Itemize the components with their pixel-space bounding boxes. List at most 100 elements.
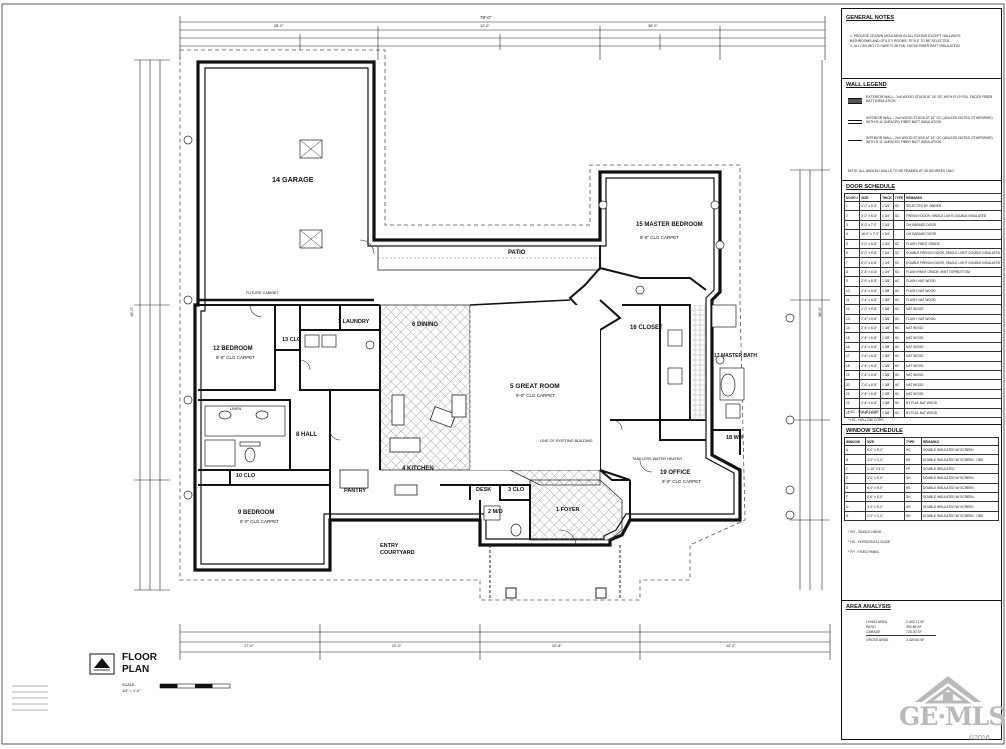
table-cell: 23 (843, 407, 861, 419)
dim-bottom-2: 22'-0" (392, 644, 402, 648)
table-cell: NAT WOOD (904, 370, 1003, 381)
table-cell: 1 3/8" (880, 351, 894, 362)
table-cell: HC (892, 360, 906, 372)
room-bedroom-9: 9 BEDROOM (238, 510, 275, 516)
divider (842, 180, 1001, 181)
table-cell: DOUBLE FRENCH DOOR, SINGLE LIGHT DOUBLE … (904, 257, 1003, 268)
room-desk: DESK (476, 487, 492, 493)
window-footnote: * HS - HORIZONTAL SLIDE (848, 540, 891, 544)
room-great-room-ceiling: 9'-0" CLG CARPET (516, 393, 555, 398)
area-row-value: 2,443.71 SF (906, 620, 925, 624)
table-cell: NAT WOOD (904, 351, 1003, 362)
table-cell: 1 3/8" (880, 313, 894, 325)
dim-overall-top: 78'-0" (480, 15, 492, 20)
table-cell: DOUBLE INSULATED W/ SCREEN - OBS (921, 510, 999, 522)
table-cell: DOUBLE INSULATED W/ SCREEN (921, 482, 999, 493)
table-cell: 12 (843, 304, 861, 315)
room-bath: 2 M/D (488, 509, 503, 515)
table-cell: 16 (843, 341, 861, 353)
room-pantry: PANTRY (344, 488, 366, 494)
table-header: TYPE (892, 193, 906, 202)
table-cell: FP (904, 463, 922, 475)
table-cell: 6'-0" x 6'-8" (859, 247, 882, 259)
garage-pad-1 (299, 139, 323, 159)
left-dimension-lines (134, 59, 170, 591)
exterior-wall-inner-face (200, 67, 735, 565)
table-cell: 11 (843, 294, 861, 306)
table-header: THICK (880, 193, 894, 202)
table-cell: SH (904, 473, 922, 484)
area-analysis-title: AREA ANALYSIS (846, 604, 891, 610)
table-cell: 1 3/8" (880, 332, 894, 343)
table-cell: 5 (843, 238, 861, 249)
table-cell: G (844, 501, 866, 512)
master-bath-fixtures (667, 304, 745, 419)
table-cell: 3'-0" x 8'-0" (859, 200, 882, 212)
table-cell: 3'-0" x 5'-0" (865, 501, 905, 512)
table-header: TYPE (904, 437, 922, 446)
table-cell: SELECTED BY OWNER (904, 200, 1003, 212)
table-cell: H (844, 510, 866, 522)
table-cell: 2 (843, 210, 861, 221)
table-cell: 17 (843, 351, 861, 362)
great-room-area (470, 305, 600, 470)
table-cell: 21 (843, 388, 861, 400)
table-cell: 1 3/8" (880, 398, 894, 409)
table-cell: 19 (843, 370, 861, 381)
table-cell: SH (904, 491, 922, 503)
wall-legend-item: EXTERIOR WALL - 2x6 WOOD STUDS AT 16" OC… (866, 95, 993, 103)
dim-right-overall: 58'-0" (817, 307, 822, 317)
room-laundry: 7 LAUNDRY (338, 319, 370, 325)
window-footnote: * SH - SINGLE HUNG (848, 530, 882, 534)
table-cell: 6'-0" x 6'-8" (859, 257, 882, 268)
table-cell: FLUSH, NAT WOOD (904, 276, 1003, 287)
roof-line (179, 49, 746, 601)
area-row-value: 726.00 SF (906, 630, 922, 634)
table-cell: 1 3/8" (880, 294, 894, 306)
dim-bottom-1: 17'-0" (244, 644, 254, 648)
table-header-row: WINDOW SIZE TYPE REMARKS (844, 437, 999, 446)
scale-value: 1/4" = 1'-0" (122, 689, 141, 693)
table-cell: A (844, 444, 866, 456)
room-master-bedroom: 15 MASTER BEDROOM (636, 222, 703, 228)
room-foyer: 1 FOYER (556, 507, 580, 513)
table-cell: 1 3/4" (880, 210, 894, 221)
scale-bar (159, 683, 231, 689)
dim-bottom-3: 22'-8" (552, 644, 562, 648)
general-note-line: BATHROOMS AND UTILITY ROOMS. STYLE TO BE… (850, 39, 951, 43)
table-cell: 6 (843, 247, 861, 259)
table-cell: SC (892, 247, 906, 259)
table-cell: 15 (843, 332, 861, 343)
table-cell: HC (892, 332, 906, 343)
table-cell: NAT WOOD (904, 304, 1003, 315)
table-cell: DOUBLE INSULATED W/ SCREEN (921, 444, 999, 456)
table-cell: 4 (843, 229, 861, 240)
label-existing-building: LINE OF EXISTING BUILDING (540, 439, 593, 443)
table-cell: FLUSH PAINT GRADE VENT TOP/BOTTOM (904, 266, 1003, 278)
table-cell: HS (904, 444, 922, 456)
room-bedroom-12-ceiling: 9'-0" CLG CARPET (216, 355, 255, 360)
table-cell: 3'-0" x 5'-0" (865, 473, 905, 484)
table-cell: 1 3/4" (880, 238, 894, 249)
table-header: SIZE (859, 193, 882, 202)
gemls-brand-text: GE·MLS (899, 702, 1006, 731)
table-cell: 1 3/8" (880, 323, 894, 334)
wall-legend-item: INTERIOR WALL - 2x4 WOOD STUDS AT 16" OC… (866, 136, 993, 144)
table-cell: 2'-6" x 6'-8" (859, 285, 882, 296)
table-header: WINDOW (844, 437, 866, 446)
area-row-label: GROSS AREA (866, 638, 889, 642)
